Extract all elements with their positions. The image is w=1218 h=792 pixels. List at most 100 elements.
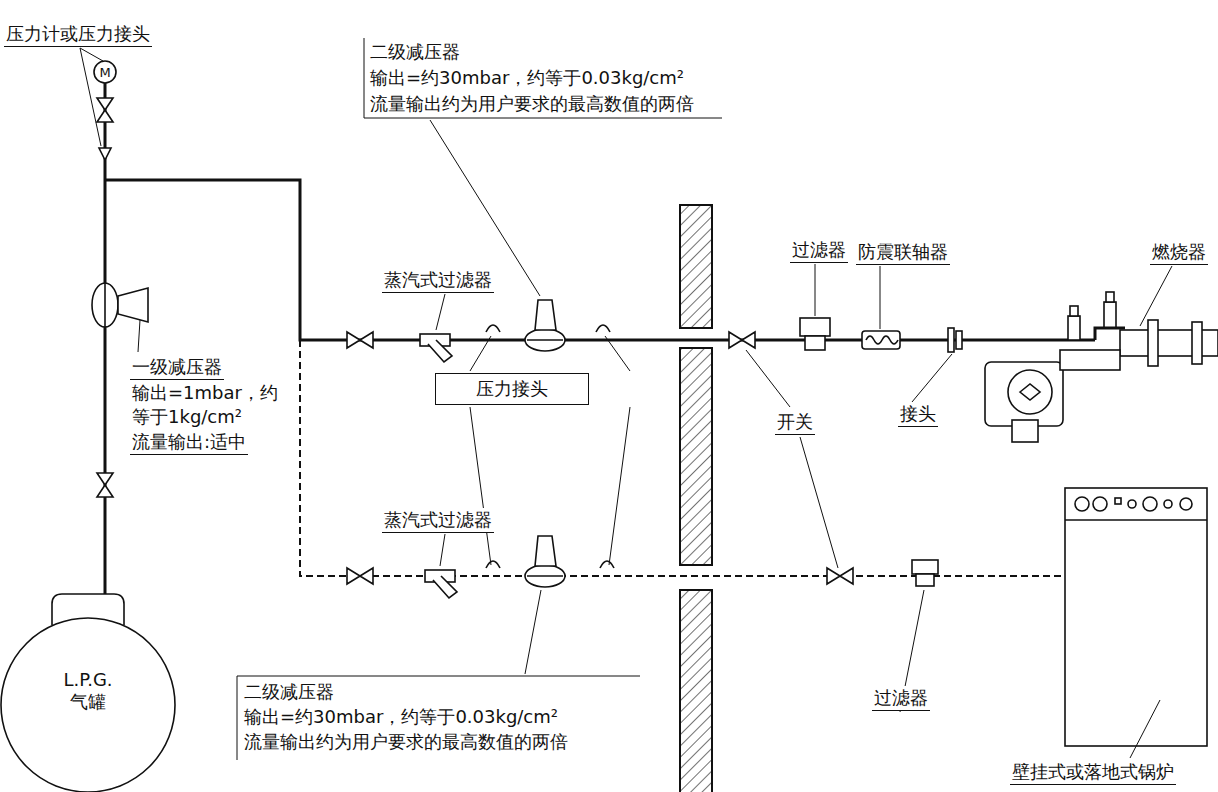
wall — [680, 205, 712, 328]
burner — [985, 292, 1218, 442]
flexible-coupling — [862, 331, 900, 349]
callout-label: 输出=约30mbar，约等于0.03kg/cm² — [242, 705, 560, 729]
burner — [1068, 316, 1080, 340]
leader-line — [470, 407, 491, 565]
leader-line — [436, 294, 445, 330]
leader-line — [440, 534, 445, 566]
callout-label: 二级减压器 — [242, 680, 336, 704]
pressure-tap — [600, 561, 614, 568]
filter — [912, 560, 938, 574]
leader-line — [800, 437, 838, 568]
pressure-tap — [486, 325, 614, 568]
filter — [805, 336, 825, 350]
burner — [1012, 420, 1038, 442]
gas-pipe — [105, 83, 1095, 600]
leader-line — [605, 336, 630, 371]
leader-line — [237, 676, 238, 760]
burner — [1106, 292, 1114, 302]
burner — [985, 362, 1063, 426]
wall — [680, 590, 712, 792]
tank-label: L.P.G. 气罐 — [53, 669, 123, 713]
boiler — [1065, 519, 1207, 521]
flexible-coupling — [866, 336, 898, 344]
pressure-gauge — [94, 61, 116, 83]
callout-label: 流量输出约为用户要求的最高数值的两倍 — [242, 730, 570, 754]
filter — [800, 318, 938, 586]
label-box: 压力接头 — [435, 373, 589, 405]
leader-line — [80, 38, 1172, 760]
leader-line — [1140, 266, 1172, 326]
leader-line — [80, 48, 101, 146]
burner — [1148, 320, 1158, 366]
gas-pipe — [105, 180, 1070, 340]
callout-label: 等于1kg/cm² — [130, 405, 244, 429]
first-stage-regulator — [104, 283, 106, 327]
leader-line — [880, 266, 881, 329]
tank-outline — [1, 618, 175, 792]
leader-line — [525, 590, 541, 674]
valve — [729, 332, 755, 348]
box-label: 压力接头 — [476, 378, 548, 400]
valve — [97, 473, 113, 497]
callout-label: 流量输出:适中 — [130, 430, 248, 455]
valve — [347, 332, 373, 348]
callout-label: 过滤器 — [872, 686, 930, 711]
boiler — [1143, 497, 1157, 511]
burner — [1060, 350, 1120, 370]
callout-label: 二级减压器 — [368, 40, 462, 64]
boiler — [1128, 500, 1136, 508]
leader-line — [609, 407, 630, 565]
first-stage-regulator — [118, 288, 148, 322]
second-stage-regulator — [525, 300, 565, 587]
dashed-pipe — [300, 340, 1065, 576]
joint — [956, 331, 962, 349]
callout-label: 过滤器 — [790, 238, 848, 263]
leader-line — [1130, 700, 1160, 758]
burner — [1104, 302, 1116, 328]
leader-line — [80, 48, 103, 61]
first-stage-regulator — [92, 283, 118, 327]
flexible-coupling — [862, 331, 900, 349]
callout-label: 壁挂式或落地式锅炉 — [1010, 760, 1176, 785]
burner — [1070, 306, 1078, 316]
filter — [916, 574, 934, 586]
leader-line — [364, 118, 722, 119]
leader-line — [138, 320, 140, 352]
fitting — [99, 148, 111, 160]
y-strainer — [433, 576, 457, 598]
callout-label: 开关 — [775, 410, 815, 435]
pressure-tap — [596, 325, 610, 332]
lpg-tank: L.P.G. 气罐 — [0, 617, 176, 792]
valve — [97, 98, 113, 122]
callout-label: 输出=1mbar，约 — [130, 381, 280, 405]
second-stage-regulator — [525, 565, 565, 587]
callout-label: 输出=约30mbar，约等于0.03kg/cm² — [368, 66, 686, 90]
y-strainer — [428, 340, 452, 362]
dashed-pipe — [300, 340, 1065, 576]
joint — [948, 328, 954, 352]
callout-label: 防震联轴器 — [856, 240, 950, 265]
pressure-gauge — [94, 61, 116, 83]
callout-label: 一级减压器 — [130, 355, 224, 380]
second-stage-regulator — [525, 329, 565, 351]
wall — [680, 348, 712, 565]
leader-line — [815, 264, 816, 316]
valve — [97, 98, 853, 584]
callout-label: 接头 — [898, 402, 938, 427]
boiler — [1180, 498, 1192, 510]
second-stage-regulator — [527, 339, 563, 341]
second-stage-regulator — [535, 536, 556, 566]
gauge-letter: M — [99, 65, 110, 80]
leader-line — [470, 336, 491, 371]
boiler — [1065, 488, 1207, 746]
leader-line — [364, 38, 365, 118]
valve — [827, 568, 853, 584]
burner — [1120, 330, 1218, 356]
callout-label: 流量输出约为用户要求的最高数值的两倍 — [368, 92, 696, 116]
burner — [1008, 370, 1052, 414]
joint — [948, 328, 962, 352]
burner — [1020, 384, 1040, 400]
second-stage-regulator — [535, 300, 556, 330]
boiler — [1093, 497, 1107, 511]
second-stage-regulator — [527, 575, 563, 577]
